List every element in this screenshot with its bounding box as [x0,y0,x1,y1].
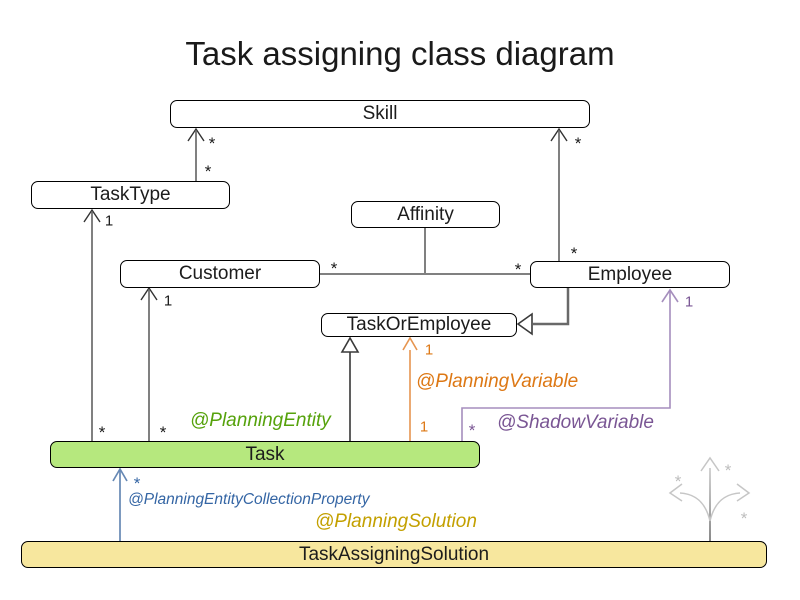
class-box-skill: Skill [170,100,590,128]
diagram-title: Task assigning class diagram [185,35,615,72]
multiplicity-label: * [514,260,522,279]
multiplicity-label: 1 [684,293,694,311]
class-box-employee: Employee [530,261,730,288]
decoration-star: * [724,461,732,480]
inheritance-arrow-task-to-taskoremployee [340,336,360,441]
multiplicity-label: * [98,423,106,442]
annotation-shadow-variable: @ShadowVariable [497,412,654,433]
annotation-planning-variable: @PlanningVariable [416,371,579,392]
multiplicity-label: 1 [163,292,173,310]
association-arrow-task-to-customer [140,286,158,441]
multiplicity-label: * [468,421,476,440]
multiplicity-label: 1 [419,418,429,436]
annotation-planning-solution: @PlanningSolution [315,511,477,532]
multiplicity-label: * [570,244,578,263]
multiplicity-label: * [208,134,216,153]
class-box-tasktype: TaskType [31,181,230,209]
class-box-task: Task [50,441,480,468]
class-box-customer: Customer [120,260,320,288]
annotation-planning-entity: @PlanningEntity [190,410,331,431]
multiplicity-label: * [133,474,141,493]
association-arrow-task-to-tasktype [83,208,101,441]
association-arrow-tasktype-to-skill [187,127,205,181]
inheritance-arrow-employee-to-taskoremployee [516,288,570,336]
multiplicity-label: * [574,134,582,153]
faded-split-arrows-decoration [668,456,751,541]
decoration-star: * [740,509,748,528]
multiplicity-label: 1 [424,341,434,359]
decoration-star: * [674,472,682,491]
multiplicity-label: * [159,423,167,442]
association-arrow-employee-to-skill [550,127,568,261]
multiplicity-label: * [330,259,338,278]
class-box-taskassigningsolution: TaskAssigningSolution [21,541,767,568]
annotation-planning-entity-collection-property: @PlanningEntityCollectionProperty [128,491,370,508]
multiplicity-label: 1 [104,212,114,230]
class-box-taskoremployee: TaskOrEmployee [321,313,517,337]
planning-variable-arrow [402,336,418,441]
multiplicity-label: * [204,162,212,181]
class-box-affinity: Affinity [351,201,500,228]
planning-entity-collection-arrow [112,467,128,541]
